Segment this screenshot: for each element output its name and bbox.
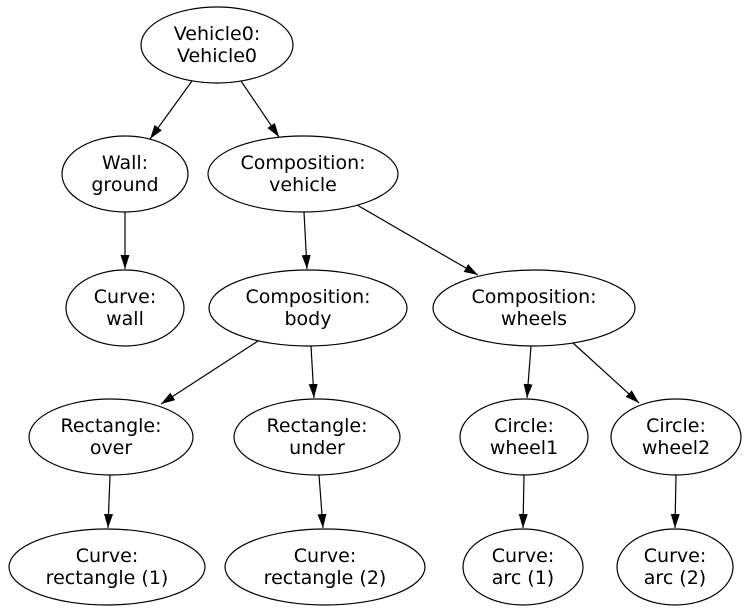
node-rectangle-over: Rectangle: over — [28, 398, 194, 476]
node-curve-wall-label-line1: Curve: — [94, 286, 156, 308]
node-rectangle-under-label-line2: under — [289, 437, 345, 459]
edge-vehicle0-composition-vehicle — [240, 80, 280, 138]
edge-circle-wheel1-curve-arc-1 — [518, 474, 528, 529]
edges-layer — [104, 80, 680, 529]
edge-composition-body-rectangle-under — [308, 345, 318, 399]
node-curve-arc-2: Curve: arc (2) — [616, 528, 734, 606]
node-composition-body-ellipse — [208, 269, 408, 347]
node-composition-wheels-ellipse — [432, 269, 636, 347]
edge-composition-wheels-circle-wheel2 — [572, 342, 640, 404]
node-curve-arc-2-label-line1: Curve: — [644, 545, 706, 567]
node-composition-vehicle-ellipse — [207, 135, 399, 213]
node-composition-wheels-label-line1: Composition: — [471, 286, 596, 308]
node-curve-arc-1-label-line2: arc (1) — [492, 567, 554, 589]
node-rectangle-under: Rectangle: under — [233, 398, 401, 476]
node-curve-arc-2-label-line2: arc (2) — [644, 567, 706, 589]
edge-composition-body-rectangle-over — [160, 340, 259, 405]
node-curve-arc-1-ellipse — [462, 528, 584, 606]
node-curve-rectangle-1-ellipse — [8, 528, 206, 606]
edge-composition-vehicle-composition-body — [301, 211, 311, 270]
node-circle-wheel2: Circle: wheel2 — [610, 398, 742, 476]
node-curve-arc-2-ellipse — [616, 528, 734, 606]
node-curve-rectangle-1-label-line1: Curve: — [76, 545, 138, 567]
node-composition-vehicle-label-line2: vehicle — [269, 174, 337, 196]
node-curve-wall-label-line2: wall — [106, 308, 144, 330]
node-curve-wall: Curve: wall — [65, 269, 185, 347]
node-circle-wheel1-label-line2: wheel1 — [490, 437, 558, 459]
node-vehicle0-label-line2: Vehicle0 — [177, 45, 257, 67]
node-composition-body-label-line2: body — [285, 308, 332, 330]
node-curve-arc-1: Curve: arc (1) — [462, 528, 584, 606]
node-circle-wheel1-label-line1: Circle: — [494, 415, 554, 437]
edge-circle-wheel2-curve-arc-2 — [670, 474, 680, 529]
edge-composition-vehicle-composition-wheels — [356, 204, 479, 276]
edge-rectangle-over-curve-rectangle-1 — [104, 474, 114, 529]
node-circle-wheel2-ellipse — [610, 398, 742, 476]
node-curve-arc-1-label-line1: Curve: — [492, 545, 554, 567]
node-wall-ground-label-line1: Wall: — [102, 152, 148, 174]
node-curve-rectangle-2: Curve: rectangle (2) — [224, 528, 426, 606]
edge-vehicle0-wall-ground — [149, 80, 193, 140]
node-composition-wheels-label-line2: wheels — [501, 308, 567, 330]
nodes-layer: Vehicle0: Vehicle0 Wall: ground Composit… — [8, 6, 742, 606]
node-rectangle-over-label-line1: Rectangle: — [60, 415, 161, 437]
node-composition-body: Composition: body — [208, 269, 408, 347]
node-rectangle-over-ellipse — [28, 398, 194, 476]
node-vehicle0-label-line1: Vehicle0: — [174, 23, 260, 45]
node-wall-ground-ellipse — [61, 135, 189, 213]
node-circle-wheel2-label-line1: Circle: — [646, 415, 706, 437]
node-composition-vehicle: Composition: vehicle — [207, 135, 399, 213]
node-vehicle0-ellipse — [140, 6, 294, 84]
node-rectangle-under-ellipse — [233, 398, 401, 476]
node-curve-rectangle-1: Curve: rectangle (1) — [8, 528, 206, 606]
edge-composition-wheels-circle-wheel1 — [523, 345, 533, 399]
node-curve-rectangle-2-label-line1: Curve: — [294, 545, 356, 567]
node-curve-wall-ellipse — [65, 269, 185, 347]
node-circle-wheel2-label-line2: wheel2 — [642, 437, 710, 459]
node-circle-wheel1-ellipse — [459, 398, 589, 476]
node-wall-ground-label-line2: ground — [91, 174, 158, 196]
node-curve-rectangle-2-label-line2: rectangle (2) — [264, 567, 387, 589]
node-composition-wheels: Composition: wheels — [432, 269, 636, 347]
node-wall-ground: Wall: ground — [61, 135, 189, 213]
node-rectangle-under-label-line1: Rectangle: — [266, 415, 367, 437]
node-vehicle0: Vehicle0: Vehicle0 — [140, 6, 294, 84]
node-rectangle-over-label-line2: over — [90, 437, 133, 459]
node-composition-body-label-line1: Composition: — [245, 286, 370, 308]
node-circle-wheel1: Circle: wheel1 — [459, 398, 589, 476]
edge-rectangle-under-curve-rectangle-2 — [317, 474, 327, 529]
node-curve-rectangle-1-label-line2: rectangle (1) — [46, 567, 169, 589]
node-curve-rectangle-2-ellipse — [224, 528, 426, 606]
node-composition-vehicle-label-line1: Composition: — [240, 152, 365, 174]
